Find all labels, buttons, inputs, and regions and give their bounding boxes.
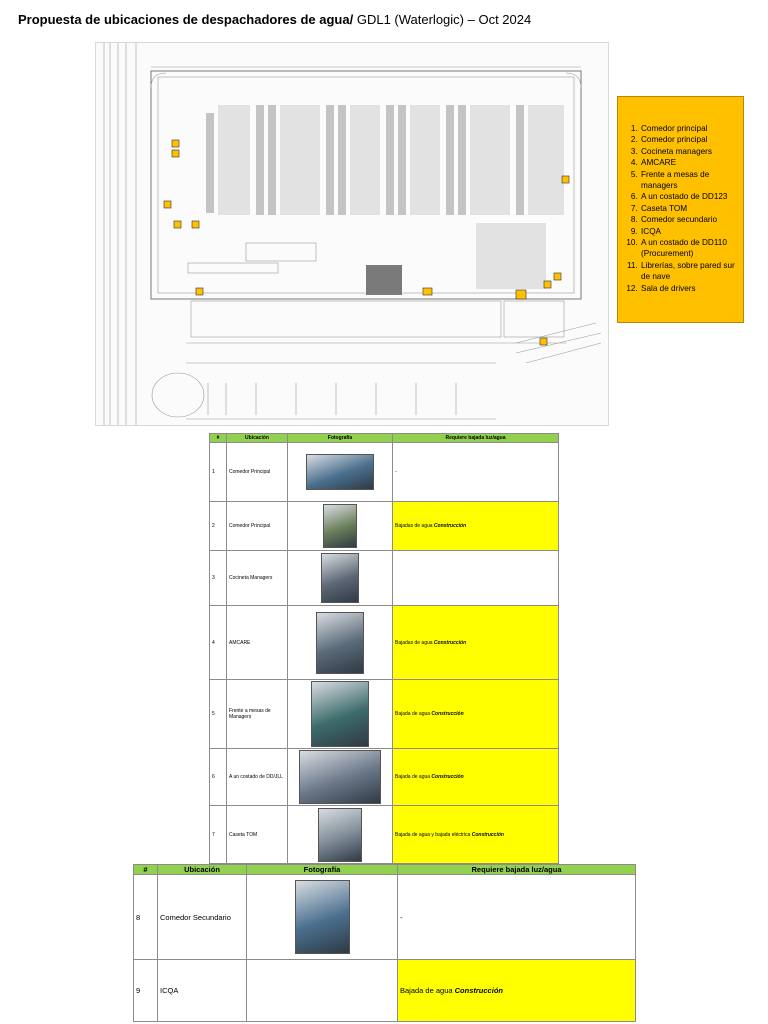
legend-box: Comedor principalComedor principalCocine… bbox=[617, 96, 744, 323]
row-requirement: Bajadas de agua Construcción bbox=[392, 605, 559, 680]
legend-item: Librerías, sobre pared sur de nave bbox=[640, 260, 739, 283]
row-requirement: Bajada de agua Construcción bbox=[392, 748, 559, 806]
requirement-tag: Construcción bbox=[433, 639, 467, 646]
row-location: Comedor Secundario bbox=[157, 874, 247, 960]
requirement-tag: Construcción bbox=[454, 986, 503, 995]
row-requirement: - bbox=[392, 442, 559, 502]
requirement-tag: Construcción bbox=[431, 711, 464, 717]
row-requirement: Bajadas de agua Construcción bbox=[392, 501, 559, 551]
legend-item: ICQA bbox=[640, 226, 739, 237]
column-header: # bbox=[209, 433, 227, 443]
column-header: Requiere bajada luz/agua bbox=[397, 864, 636, 875]
legend-item: A un costado de DD123 bbox=[640, 191, 739, 202]
column-header: Fotografía bbox=[287, 433, 393, 443]
column-header: Fotografía bbox=[246, 864, 398, 875]
row-number: 6 bbox=[209, 748, 227, 806]
floor-plan bbox=[95, 42, 609, 426]
row-photo-cell bbox=[287, 501, 393, 551]
legend-item: Cocineta managers bbox=[640, 146, 739, 157]
row-location: ICQA bbox=[157, 959, 247, 1022]
row-location: Caseta TOM bbox=[226, 805, 288, 864]
row-photo-cell bbox=[246, 874, 398, 960]
requirement-tag: Construcción bbox=[431, 774, 464, 780]
legend-item: Frente a mesas de managers bbox=[640, 169, 739, 192]
legend-list: Comedor principalComedor principalCocine… bbox=[624, 123, 739, 294]
row-location: Cocineta Managers bbox=[226, 550, 288, 606]
row-requirement: Bajada de agua Construcción bbox=[392, 679, 559, 749]
location-photo bbox=[299, 750, 381, 804]
column-header: # bbox=[133, 864, 158, 875]
row-photo-cell bbox=[287, 805, 393, 864]
row-number: 7 bbox=[209, 805, 227, 864]
location-photo bbox=[323, 504, 357, 548]
legend-item: Sala de drivers bbox=[640, 283, 739, 294]
legend-item: Caseta TOM bbox=[640, 203, 739, 214]
row-number: 5 bbox=[209, 679, 227, 749]
location-photo bbox=[321, 553, 359, 603]
location-photo bbox=[294, 880, 350, 954]
row-number: 8 bbox=[133, 874, 158, 960]
legend-item: Comedor principal bbox=[640, 134, 739, 145]
legend-item: Comedor secundario bbox=[640, 214, 739, 225]
legend-item: A un costado de DD110 (Procurement) bbox=[640, 237, 739, 260]
title-bold: Propuesta de ubicaciones de despachadore… bbox=[18, 12, 354, 27]
row-location: AMCARE bbox=[226, 605, 288, 680]
row-number: 3 bbox=[209, 550, 227, 606]
row-location: Comedor Principal bbox=[226, 442, 288, 502]
requirement-tag: Construcción bbox=[433, 523, 467, 529]
row-requirement: - bbox=[397, 874, 636, 960]
row-photo-cell bbox=[287, 748, 393, 806]
row-number: 9 bbox=[133, 959, 158, 1022]
row-location: Comedor Principal bbox=[226, 501, 288, 551]
row-photo-cell bbox=[287, 605, 393, 680]
column-header: Ubicación bbox=[157, 864, 247, 875]
row-number: 4 bbox=[209, 605, 227, 680]
row-requirement: Bajada de agua y bajada eléctrica Constr… bbox=[392, 805, 559, 864]
location-photo bbox=[318, 807, 362, 862]
column-header: Requiere bajada luz/agua bbox=[392, 433, 559, 443]
row-location: A un costado de DD/JLL bbox=[226, 748, 288, 806]
row-photo-cell bbox=[287, 550, 393, 606]
legend-item: AMCARE bbox=[640, 157, 739, 168]
location-photo bbox=[306, 454, 374, 490]
location-photo bbox=[316, 611, 364, 674]
row-requirement bbox=[392, 550, 559, 606]
column-header: Ubicación bbox=[226, 433, 288, 443]
row-photo-cell bbox=[287, 679, 393, 749]
page-title: Propuesta de ubicaciones de despachadore… bbox=[18, 12, 531, 27]
requirement-tag: Construcción bbox=[471, 831, 504, 838]
row-location: Frente a mesas de Managers bbox=[226, 679, 288, 749]
row-number: 1 bbox=[209, 442, 227, 502]
floor-plan-drawing bbox=[103, 43, 602, 425]
row-number: 2 bbox=[209, 501, 227, 551]
location-photo bbox=[311, 681, 369, 747]
legend-item: Comedor principal bbox=[640, 123, 739, 134]
row-photo-cell bbox=[287, 442, 393, 502]
title-rest: GDL1 (Waterlogic) – Oct 2024 bbox=[353, 12, 532, 27]
row-photo-cell bbox=[246, 959, 398, 1022]
row-requirement: Bajada de agua Construcción bbox=[397, 959, 636, 1022]
